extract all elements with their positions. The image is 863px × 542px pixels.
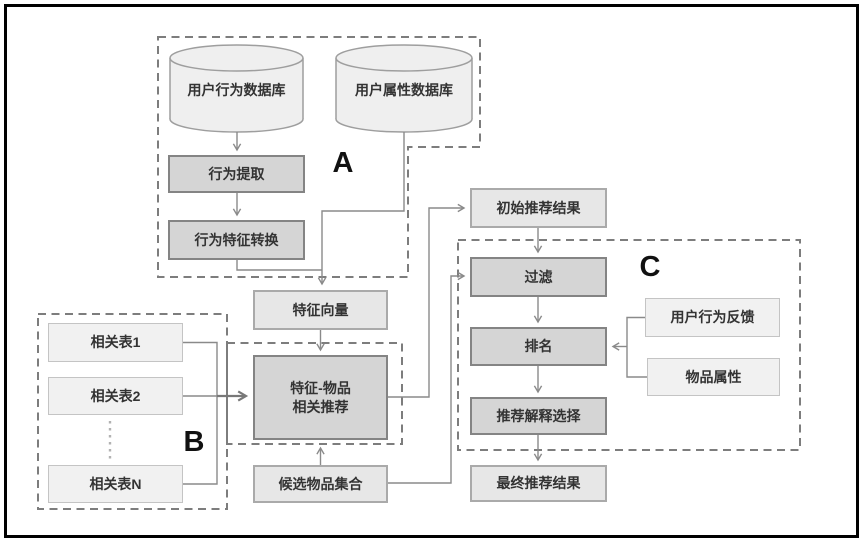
user-behavior-db-label: 用户行为数据库 — [187, 82, 286, 98]
user-attribute-db-cylinder — [335, 44, 473, 133]
connector-conversion-merge — [236, 260, 322, 271]
node-initial-recommendation-result: 初始推荐结果 — [470, 188, 607, 228]
node-related-table-2: 相关表2 — [48, 377, 183, 415]
node-item-attributes: 物品属性 — [647, 358, 780, 396]
region-a-label: A — [332, 146, 354, 179]
node-candidate-item-set: 候选物品集合 — [253, 465, 388, 503]
connector-feedback-bracket — [626, 316, 647, 378]
node-related-table-1: 相关表1 — [48, 323, 183, 362]
connector-featureitem-to-initial — [388, 203, 466, 398]
feature-item-dashed-outline — [226, 342, 403, 445]
feature-item-line2: 相关推荐 — [292, 398, 349, 415]
region-b-label: B — [183, 425, 205, 458]
connector-candidate-to-filter — [388, 271, 466, 484]
node-related-table-n: 相关表N — [48, 465, 183, 503]
user-behavior-db-cylinder — [169, 44, 304, 133]
connector-related-tables-merge — [183, 341, 218, 485]
user-attribute-db-label: 用户属性数据库 — [355, 82, 453, 98]
connector-attributedb-to-featurevector — [317, 132, 405, 286]
region-c-outline — [457, 239, 801, 451]
node-filter: 过滤 — [470, 257, 607, 297]
node-user-behavior-feedback: 用户行为反馈 — [645, 298, 780, 337]
region-c-label: C — [639, 250, 661, 283]
region-b-outline — [37, 313, 228, 510]
node-ranking: 排名 — [470, 327, 607, 366]
node-recommendation-explanation-selection: 推荐解释选择 — [470, 397, 607, 435]
node-behavior-extraction: 行为提取 — [168, 155, 305, 193]
region-a-outline — [157, 36, 481, 278]
node-feature-item-recommendation: 特征-物品 相关推荐 — [253, 355, 388, 440]
outer-frame — [4, 4, 859, 538]
node-behavior-feature-conversion: 行为特征转换 — [168, 220, 305, 260]
feature-item-line1: 特征-物品 — [290, 379, 351, 396]
node-feature-vector: 特征向量 — [253, 290, 388, 330]
node-final-recommendation-result: 最终推荐结果 — [470, 465, 607, 502]
